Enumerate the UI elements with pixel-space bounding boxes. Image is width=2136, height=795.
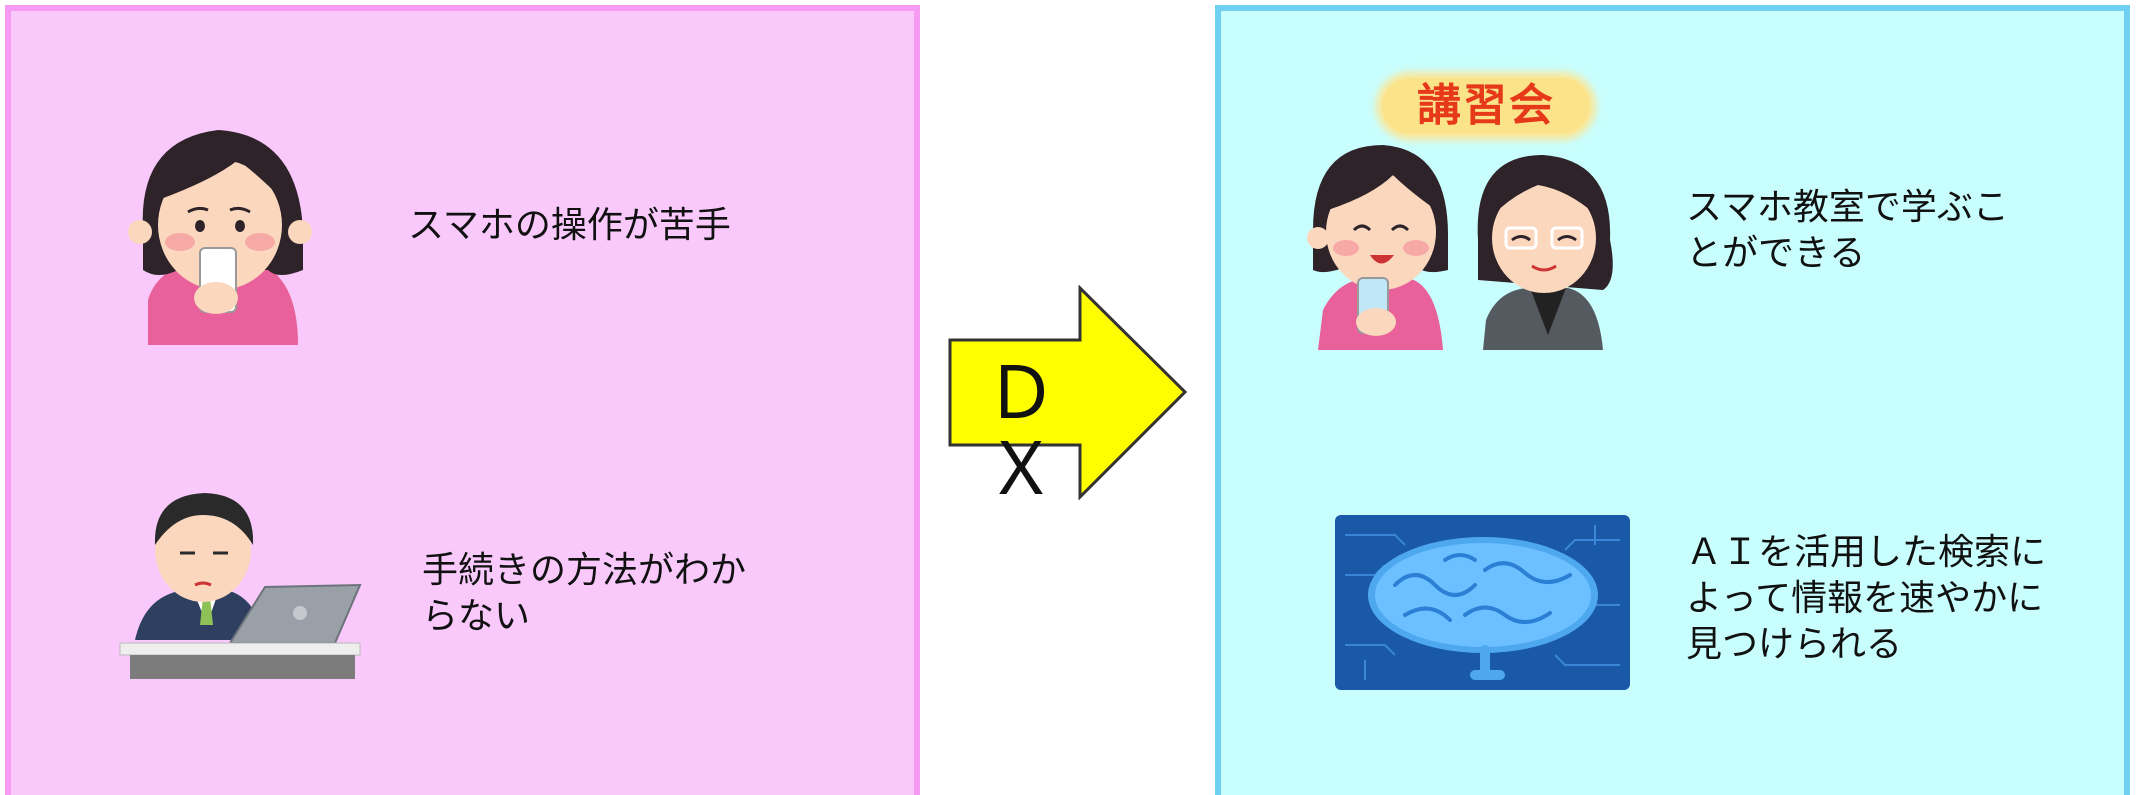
dx-arrow [948,285,1188,500]
woman-smartphone-illustration [128,130,312,345]
ai-brain-illustration [1335,515,1630,690]
lecture-badge: 講習会 [1382,78,1590,134]
dx-label: ＤＸ [985,351,1072,511]
man-laptop-illustration [119,493,362,679]
right-item2-text: ＡＩを活用した検索に よって情報を速やかに 見つけられる [1686,532,2047,665]
lecture-women-illustration [1307,145,1613,350]
right-item1-text: スマホ教室で学ぶこ とができる [1686,187,2009,274]
left-item2-text: 手続きの方法がわか らない [422,550,747,637]
left-item1-text: スマホの操作が苦手 [408,205,731,246]
